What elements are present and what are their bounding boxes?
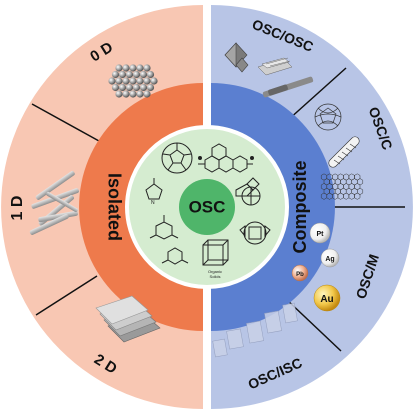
metal-label-au: Au [320, 294, 333, 305]
molecule-caption-2: Solids [210, 274, 221, 279]
nanowire-bundle-icon [29, 170, 79, 235]
nanoparticle [143, 90, 151, 98]
metal-sphere-icon [320, 248, 340, 268]
nanoparticle [118, 70, 127, 79]
nanoparticle [111, 70, 120, 79]
nanoparticle [146, 83, 155, 92]
nanoparticle [146, 70, 155, 79]
layered-sheet-icon [95, 295, 161, 343]
nanoparticle [115, 77, 123, 85]
center-core [179, 179, 235, 235]
nanoparticle [136, 77, 144, 85]
metal-label-pb: Pb [296, 272, 304, 278]
nanoparticle [143, 64, 151, 72]
svg-text:N: N [151, 200, 155, 206]
nanoparticle [122, 77, 130, 85]
molecule-caption: Organic [208, 269, 222, 274]
nanoparticle [143, 77, 151, 85]
porphyrin-icon [235, 177, 261, 206]
nanoparticle [129, 90, 137, 98]
nanoparticle [111, 83, 120, 92]
graphene-cell [354, 192, 361, 200]
label-composite: Composite [290, 160, 310, 253]
metal-sphere-icon [309, 222, 331, 244]
nanoparticle [125, 70, 134, 79]
triazine-icon [149, 215, 179, 240]
crystal-plate-icon [257, 57, 293, 76]
metal-label-ag: Ag [325, 256, 334, 263]
metal-sphere-icon [291, 264, 309, 282]
nanoparticle [136, 64, 144, 72]
divider-0d-1d [31, 103, 100, 142]
nanoparticle [129, 77, 137, 85]
pyrrole-icon: N [145, 178, 163, 206]
fullerene-icon [161, 142, 193, 174]
nanoparticle [122, 64, 130, 72]
nanoparticle [150, 77, 158, 85]
label-isolated: Isolated [104, 173, 124, 241]
nanoparticle [122, 90, 130, 98]
metal-label-pt: Pt [317, 231, 325, 238]
triazine-icon-2 [161, 247, 189, 265]
metal-sphere-group: Pt Ag Pb Au [291, 222, 341, 312]
phthalocyanine-icon [239, 221, 271, 245]
center-label: OSC [189, 197, 226, 216]
heterostructure-flakes-icon [212, 302, 298, 358]
nanoparticle-cluster-icon [108, 64, 158, 98]
divider-osc-c [287, 67, 347, 121]
nanoparticle [108, 77, 116, 85]
nanoparticle [139, 70, 148, 79]
nanoparticle [115, 64, 123, 72]
microwire-icon [262, 76, 314, 98]
nanoparticle [129, 64, 137, 72]
carbon-nanotube-icon [328, 136, 360, 168]
label-1d: 1 D [9, 196, 26, 221]
nanoparticle [132, 70, 141, 79]
nanoparticle [136, 90, 144, 98]
nanoparticle [118, 83, 127, 92]
perylene-diimide-icon [198, 143, 254, 173]
graphene-icon [320, 173, 364, 200]
nanoparticle [115, 90, 123, 98]
nanoparticle [139, 83, 148, 92]
divider-1d-2d [35, 275, 98, 316]
octahedron-icon [224, 42, 249, 73]
nanoparticle [132, 83, 141, 92]
nanoparticle [125, 83, 134, 92]
fullerene-icon-cage [314, 103, 342, 131]
metal-sphere-icon [313, 284, 341, 312]
organic-solid-cube-icon [202, 239, 229, 266]
